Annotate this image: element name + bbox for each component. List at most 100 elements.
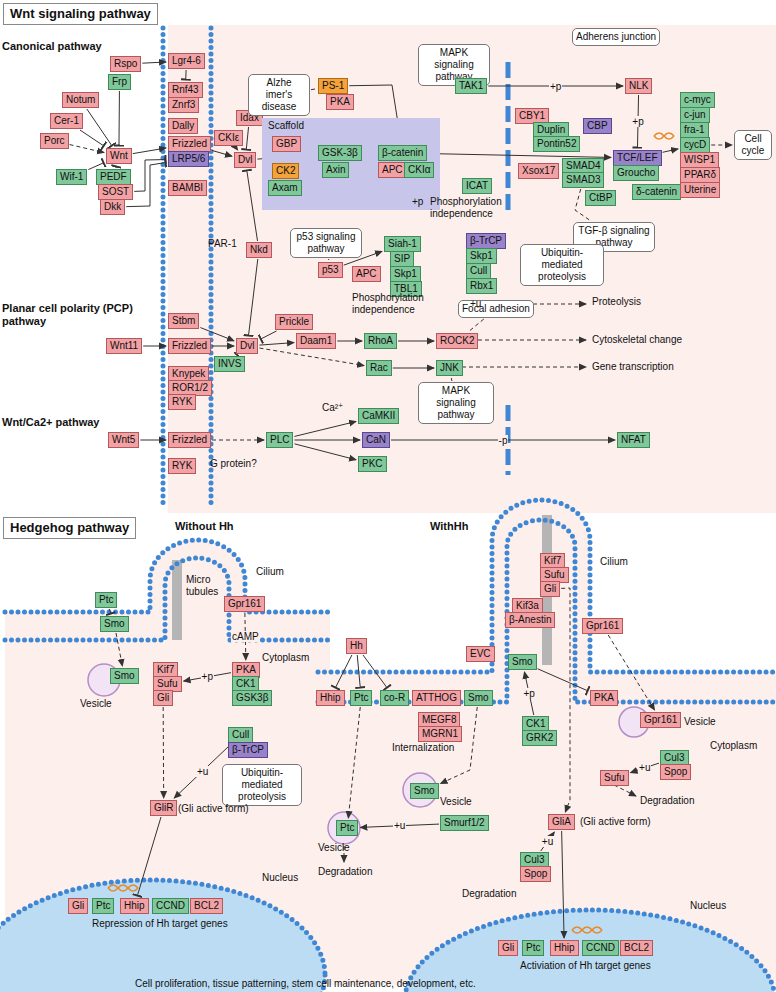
connector <box>294 444 356 460</box>
node-text: Gli <box>544 583 556 595</box>
connector <box>631 763 659 772</box>
protein-box: Cull <box>466 263 491 279</box>
node-text: Hedgehog pathway <box>10 520 129 536</box>
text-label: Phosphorylation independence <box>430 196 506 220</box>
node-text: c-jun <box>684 109 706 121</box>
protein-box: ICAT <box>462 178 492 194</box>
protein-box: GRK2 <box>522 730 557 746</box>
node-text: Frizzled <box>172 434 207 446</box>
protein-box: GSK-3β <box>318 145 362 161</box>
membrane-dots <box>5 540 330 612</box>
node-text: CCND <box>586 942 615 954</box>
node-text: PPARδ <box>684 169 716 181</box>
node-text: PKA <box>330 96 350 108</box>
node-text: JNK <box>440 362 459 374</box>
protein-box: BCL2 <box>620 940 653 956</box>
protein-box: PS-1 <box>318 78 348 94</box>
protein-box: NFAT <box>617 432 650 448</box>
text-label: Gene transcription <box>592 361 674 373</box>
microtubule <box>172 560 182 640</box>
connector <box>469 319 484 331</box>
node-text: Wnt11 <box>110 340 138 352</box>
node-text: BCL2 <box>194 900 219 912</box>
protein-box: Wnt5 <box>108 432 139 448</box>
protein-box: Gpr161 <box>640 712 681 728</box>
node-text: Dally <box>172 120 194 132</box>
node-text: Smo <box>468 692 489 704</box>
protein-box: Lgr4-6 <box>168 53 205 69</box>
protein-box: co-R <box>380 690 409 706</box>
node-text: GSK-3β <box>322 147 358 159</box>
edge-label: cAMP <box>231 631 260 642</box>
node-text: Knypek <box>172 368 205 380</box>
pathway-box: Focal adhesion <box>458 300 534 318</box>
node-text: Gli <box>502 942 514 954</box>
connector <box>70 145 104 153</box>
protein-box: Sufu <box>600 770 629 786</box>
text-label: Planar cell polarity (PCP) pathway <box>2 302 142 328</box>
protein-box: GSK3β <box>232 690 272 706</box>
text-label: (Gli active form) <box>580 816 651 828</box>
node-text: EVC <box>470 648 491 660</box>
leader-arrow <box>478 340 586 341</box>
protein-box: Frizzled <box>168 338 211 354</box>
dna-icon <box>108 885 138 891</box>
protein-box: Uterine <box>680 182 720 198</box>
protein-box: Skp1 <box>466 248 497 264</box>
protein-box: Dally <box>168 118 198 134</box>
protein-box: APC <box>378 162 407 178</box>
edge-label: +p <box>201 671 214 682</box>
text-label: Degradation <box>462 888 516 900</box>
protein-box: β-TrCP <box>466 233 506 249</box>
dna-strand <box>108 885 138 891</box>
node-text: Xsox17 <box>522 165 555 177</box>
connector <box>538 669 588 691</box>
node-text: β-Anestin <box>509 614 551 626</box>
text-label: Nucleus <box>262 872 298 884</box>
connector <box>137 817 161 896</box>
connector <box>348 707 360 818</box>
node-text: ICAT <box>466 180 488 192</box>
protein-box: Hhip <box>550 940 579 956</box>
node-text: Pontin52 <box>537 138 576 150</box>
node-text: Groucho <box>617 167 655 179</box>
protein-box: RhoA <box>364 333 397 349</box>
node-text: Scaffold <box>268 120 434 132</box>
connector <box>294 440 360 441</box>
protein-box: CaMKII <box>358 408 399 424</box>
node-text: INVS <box>218 358 241 370</box>
protein-box: GliR <box>150 800 177 816</box>
protein-box: Dkk <box>100 199 125 215</box>
protein-box: Gli <box>153 690 173 706</box>
node-text: CBY1 <box>519 110 545 122</box>
pathway-box: Adherens junction <box>572 28 660 46</box>
text-label: Cilium <box>600 556 628 568</box>
connector <box>711 145 732 146</box>
text-label: +p <box>412 196 423 208</box>
node-text: Porc <box>44 135 65 147</box>
text-label: Cell proliferation, tissue patterning, s… <box>135 978 476 990</box>
protein-box: Znrf3 <box>168 97 199 113</box>
connector <box>393 368 434 369</box>
node-text: c-myc <box>684 94 711 106</box>
text-label: Ca²⁺ <box>322 402 343 414</box>
connector <box>80 130 104 146</box>
protein-box: Pontin52 <box>533 136 580 152</box>
dna-strand <box>108 885 138 891</box>
node-text: Kif7 <box>544 555 561 567</box>
node-text: APC <box>382 164 403 176</box>
connector <box>133 148 166 154</box>
protein-box: Gli <box>68 898 88 914</box>
node-text: Frp <box>112 76 127 88</box>
node-text: Dvl <box>240 340 254 352</box>
connector <box>541 832 555 851</box>
node-text: Smo <box>104 618 125 630</box>
node-text: CtBP <box>589 192 612 204</box>
node-text: CKIε <box>218 132 239 144</box>
protein-box: β-Anestin <box>505 612 555 628</box>
node-text: Gpr161 <box>228 598 261 610</box>
protein-box: Dvl <box>236 338 258 354</box>
edge-label: +p <box>522 688 535 699</box>
connector <box>163 707 165 798</box>
protein-box: Gpr161 <box>582 618 623 634</box>
